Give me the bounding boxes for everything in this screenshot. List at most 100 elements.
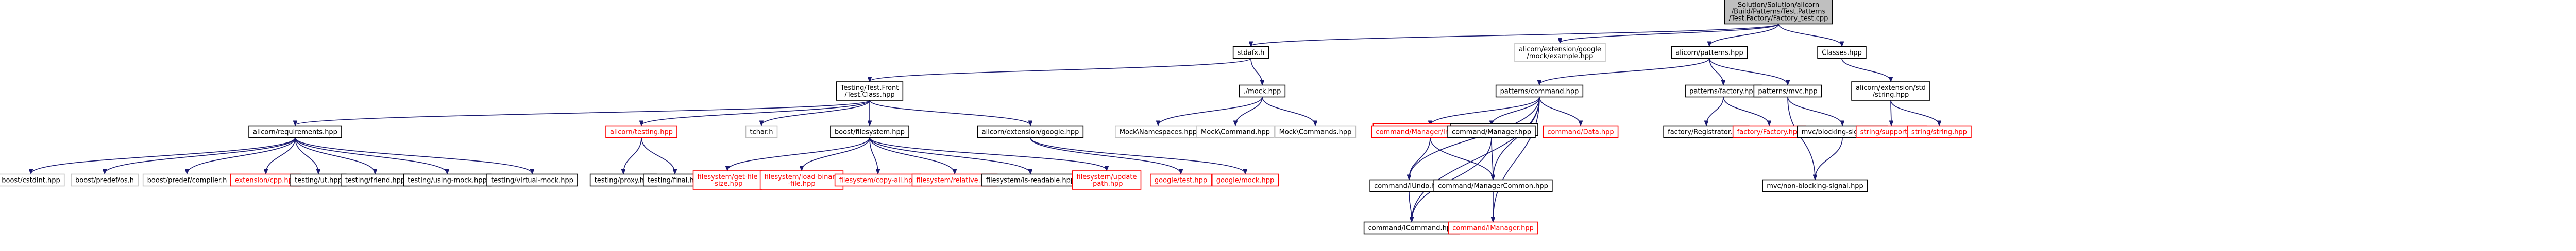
edge-mockhpp-to-mcommands (1262, 97, 1315, 126)
node-tusing[interactable]: testing/using-mock.hpp (403, 173, 492, 187)
node-label: filesystem/update (1077, 173, 1137, 181)
node-bfs[interactable]: boost/filesystem.hpp (830, 125, 909, 138)
edge-pcommand-to-cdata (1539, 97, 1581, 126)
node-example: alicorn/extension/google/mock/example.hp… (1514, 43, 1606, 62)
edge-mvcbs-to-mvcnbs (1815, 137, 1843, 180)
node-box (1753, 84, 1822, 98)
edge-pcommand-to-cicommand (1412, 97, 1540, 222)
node-stdafx[interactable]: stdafx.h (1232, 46, 1269, 59)
node-box (1817, 46, 1867, 59)
node-label: boost/filesystem.hpp (835, 129, 905, 136)
edge-atesting-to-tfinal (641, 137, 675, 174)
node-box (0, 173, 65, 187)
edge-requirements-to-tfriend (295, 137, 375, 174)
node-label: testing/proxy.hpp (595, 177, 653, 185)
node-aeg[interactable]: alicorn/extension/google.hpp (977, 125, 1084, 138)
node-label: command/Data.hpp (1547, 129, 1614, 136)
node-label: testing/virtual-mock.hpp (491, 177, 573, 185)
node-fsupdate[interactable]: filesystem/update-path.hpp (1072, 170, 1142, 190)
node-label: /string.hpp (1873, 91, 1909, 99)
node-label: filesystem/relative.hpp (916, 177, 993, 185)
node-label: command/IUndo.hpp (1374, 183, 1444, 190)
node-label: google/mock.hpp (1216, 177, 1275, 185)
node-label: alicorn/patterns.hpp (1675, 49, 1743, 57)
node-box (248, 125, 342, 138)
edge-aeg-to-gtest (1030, 137, 1181, 174)
node-fsgetfile[interactable]: filesystem/get-file-size.hpp (692, 170, 762, 190)
node-ffactory[interactable]: factory/Factory.hpp (1732, 125, 1806, 138)
node-cicommand[interactable]: command/ICommand.hpp (1363, 221, 1460, 235)
node-label: patterns/factory.hpp (1689, 88, 1757, 96)
edge-pcommand-to-cuundo (1409, 97, 1540, 180)
edge-bfs-to-fscopy (869, 137, 878, 174)
node-fsrel[interactable]: filesystem/relative.hpp (911, 173, 998, 187)
node-cmanager[interactable]: command/Manager.hpp (1447, 125, 1536, 138)
node-extstd[interactable]: alicorn/extension/std/string.hpp (1851, 81, 1930, 101)
edge-cindexed-to-cuundo (1409, 137, 1431, 180)
node-box (1671, 46, 1748, 59)
node-tut[interactable]: testing/ut.hpp (290, 173, 347, 187)
node-label: Mock\Namespaces.hpp (1120, 129, 1197, 136)
node-tvirtual[interactable]: testing/virtual-mock.hpp (486, 173, 578, 187)
node-fsread[interactable]: filesystem/is-readable.hpp (981, 173, 1079, 187)
node-label: extension/cpp.hpp (235, 177, 297, 185)
node-classes[interactable]: Classes.hpp (1817, 46, 1867, 59)
edge-bfs-to-fsread (869, 137, 1030, 174)
edge-bfs-to-fsload (802, 137, 870, 171)
node-label: Classes.hpp (1822, 49, 1862, 57)
edge-pfactory-to-ffactory (1723, 97, 1769, 126)
node-fscopy[interactable]: filesystem/copy-all.hpp (834, 173, 922, 187)
node-label: testing/final.hpp (648, 177, 702, 185)
node-label: Testing/Test.Front (840, 84, 899, 92)
node-label: Solution/Solution/alicorn (1738, 2, 1819, 9)
node-mvcnbs[interactable]: mvc/non-blocking-signal.hpp (1762, 179, 1868, 192)
node-cdata[interactable]: command/Data.hpp (1543, 125, 1619, 138)
node-gmock[interactable]: google/mock.hpp (1211, 173, 1279, 187)
node-pfactory[interactable]: patterns/factory.hpp (1685, 84, 1762, 98)
node-gtest[interactable]: google/test.hpp (1150, 173, 1212, 187)
node-cmcommon[interactable]: command/ManagerCommon.hpp (1433, 179, 1553, 192)
node-freg[interactable]: factory/Registrator.hpp (1663, 125, 1750, 138)
node-label: /Test.Class.hpp (844, 91, 894, 99)
node-pmvc[interactable]: patterns/mvc.hpp (1753, 84, 1822, 98)
edge-pcommand-to-cmcommon (1493, 97, 1540, 180)
node-label: tchar.h (750, 129, 773, 136)
node-box (1196, 125, 1275, 138)
node-cimanager[interactable]: command/IManager.hpp (1448, 221, 1538, 235)
node-label: /Test.Factory/Factory_test.cpp (1729, 15, 1828, 23)
node-atesting[interactable]: alicorn/testing.hpp (605, 125, 677, 138)
edge-classes-to-extstd (1841, 58, 1891, 82)
node-predefcomp: boost/predef/compiler.h (142, 173, 232, 187)
node-label: patterns/command.hpp (1500, 88, 1579, 96)
node-fsload[interactable]: filesystem/load-binary-file.hpp (759, 170, 844, 190)
node-tfclass[interactable]: Testing/Test.Front/Test.Class.hpp (836, 81, 904, 101)
node-mockhpp[interactable]: ./mock.hpp (1239, 84, 1286, 98)
node-box (1851, 81, 1930, 101)
node-requirements[interactable]: alicorn/requirements.hpp (248, 125, 342, 138)
node-mnames: Mock\Namespaces.hpp (1115, 125, 1201, 138)
edge-stdafx-to-tfclass (870, 58, 1251, 82)
node-box (745, 125, 778, 138)
node-predefos: boost/predef/os.h (71, 173, 139, 187)
edge-requirements-to-tut (295, 137, 318, 174)
node-label: -path.hpp (1090, 180, 1123, 188)
node-root[interactable]: Solution/Solution/alicorn/Build/Patterns… (1724, 0, 1833, 25)
node-strstring[interactable]: string/string.hpp (1907, 125, 1972, 138)
edge-tfclass-to-atesting (641, 100, 870, 126)
node-label: patterns/mvc.hpp (1758, 88, 1817, 96)
node-patterns[interactable]: alicorn/patterns.hpp (1671, 46, 1748, 59)
node-box (605, 125, 677, 138)
node-tfriend[interactable]: testing/friend.hpp (341, 173, 410, 187)
edge-requirements-to-tusing (295, 137, 447, 174)
node-tfinal[interactable]: testing/final.hpp (643, 173, 707, 187)
edge-aeg-to-gmock (1030, 137, 1245, 174)
node-pcommand[interactable]: patterns/command.hpp (1495, 84, 1584, 98)
edge-pcommand-to-cindexed (1430, 97, 1540, 126)
edge-atesting-to-tproxy (623, 137, 642, 174)
node-cuundo[interactable]: command/IUndo.hpp (1369, 179, 1449, 192)
node-tproxy[interactable]: testing/proxy.hpp (589, 173, 657, 187)
edge-tfclass-to-aeg (869, 100, 1030, 126)
dependency-nodes: Solution/Solution/alicorn/Build/Patterns… (0, 0, 1972, 235)
node-label: string/string.hpp (1911, 129, 1967, 136)
node-box (759, 170, 844, 190)
